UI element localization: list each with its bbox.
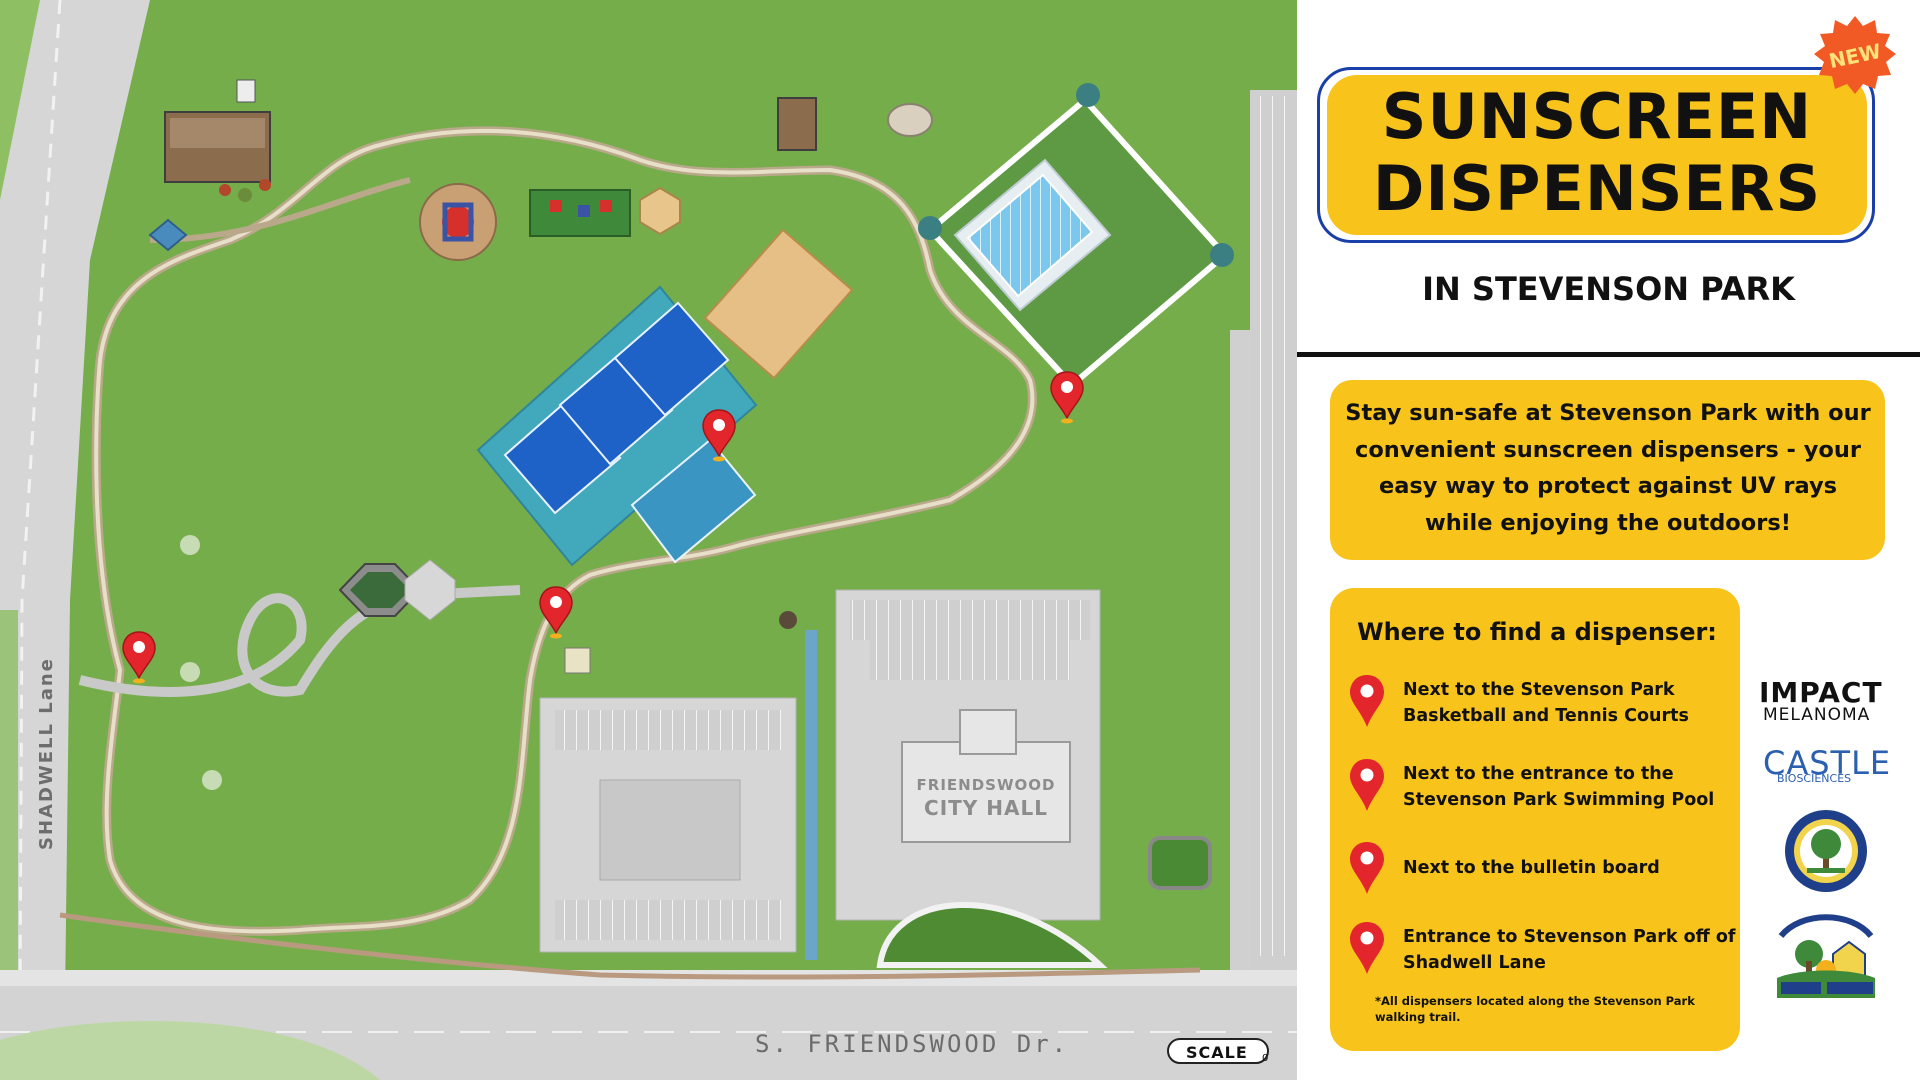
burst-icon	[1814, 16, 1896, 94]
shadwell-lane-road	[0, 0, 150, 1000]
park-map-graphic: FRIENDSWOOD CITY HALL SHADWELL Lane S. F…	[0, 0, 1297, 1080]
friendswood-drive-label: S. FRIENDSWOOD Dr.	[755, 1030, 1069, 1058]
location-text: Entrance to Stevenson Park off of Shadwe…	[1403, 927, 1736, 973]
info-panel: SUNSCREEN DISPENSERS NEW IN STEVENSON PA…	[1297, 0, 1920, 1080]
title-line1: SUNSCREEN	[1381, 80, 1813, 153]
intro-text: Stay sun-safe at Stevenson Park with our…	[1345, 400, 1871, 536]
city-hall-label-line1: FRIENDSWOOD	[917, 776, 1056, 794]
location-item: Next to the bulletin board	[1347, 840, 1737, 900]
subtitle: IN STEVENSON PARK	[1422, 270, 1795, 308]
scale-zero: 0	[1262, 1053, 1268, 1064]
parks-recreation-logo	[1777, 914, 1875, 998]
map-pin-icon	[1350, 922, 1384, 974]
park-map: FRIENDSWOOD CITY HALL SHADWELL Lane S. F…	[0, 0, 1297, 1080]
shadwell-lane-label: SHADWELL Lane	[36, 657, 57, 850]
amphitheater	[876, 902, 1108, 968]
city-hall-building	[901, 741, 1071, 843]
divider	[1297, 352, 1920, 357]
castle-biosciences-logo-sub: BIOSCIENCES	[1777, 772, 1852, 785]
footnote: *All dispensers located along the Steven…	[1375, 994, 1695, 1024]
location-item: Next to the entrance to the Stevenson Pa…	[1347, 757, 1737, 817]
title-line2: DISPENSERS	[1372, 152, 1822, 225]
locations-heading: Where to find a dispenser:	[1357, 618, 1717, 646]
friendswood-seal-logo	[1785, 810, 1867, 892]
scale-label: SCALE	[1186, 1043, 1248, 1062]
pavilion	[777, 97, 817, 151]
map-pin-icon	[1350, 842, 1384, 894]
location-text: Next to the entrance to the Stevenson Pa…	[1403, 764, 1715, 810]
impact-melanoma-logo: IMPACT	[1759, 676, 1883, 709]
map-pin-icon	[1350, 675, 1384, 727]
swimming-pool	[966, 173, 1094, 298]
castle-biosciences-logo: CASTLE	[1763, 744, 1892, 782]
gazebo-icon	[148, 218, 188, 252]
city-hall-label-line2: CITY HALL	[924, 796, 1048, 820]
intro-box	[1330, 380, 1885, 560]
location-text: Next to the bulletin board	[1403, 858, 1660, 878]
map-pin-icon	[1350, 759, 1384, 811]
location-item: Next to the Stevenson Park Basketball an…	[1347, 673, 1737, 733]
new-badge: NEW	[1814, 16, 1896, 94]
title-outline	[1317, 67, 1875, 243]
play-equipment	[529, 189, 631, 237]
title-background	[1327, 75, 1867, 235]
location-item: Entrance to Stevenson Park off of Shadwe…	[1347, 920, 1737, 980]
basketball-court	[630, 438, 757, 564]
locations-box	[1330, 588, 1740, 1051]
location-text: Next to the Stevenson Park Basketball an…	[1403, 680, 1689, 726]
volleyball-court	[703, 228, 854, 380]
impact-melanoma-logo-sub: MELANOMA	[1763, 705, 1871, 725]
scale-bar	[1167, 1038, 1269, 1064]
